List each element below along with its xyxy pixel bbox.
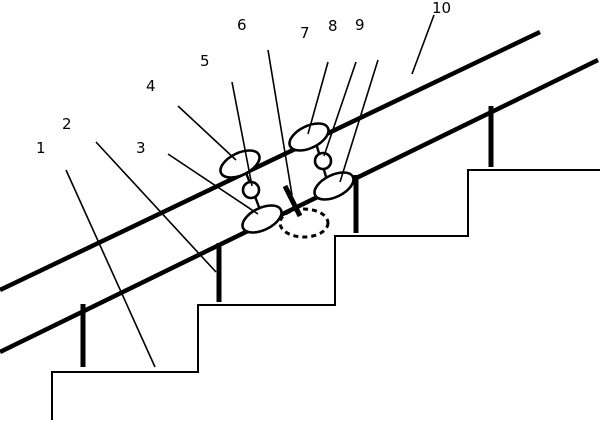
label-4: 4 <box>146 77 156 95</box>
label-3: 3 <box>136 139 146 157</box>
leader-8 <box>323 61 357 157</box>
label-1: 1 <box>36 139 46 157</box>
label-6: 6 <box>237 16 247 34</box>
label-10: 10 <box>432 0 451 17</box>
leader-4 <box>177 105 237 161</box>
leader-7 <box>307 61 329 135</box>
wheel-lower-left <box>241 204 283 234</box>
leader-9 <box>339 59 379 183</box>
wheel-lower-right <box>313 171 355 201</box>
lower-rail <box>0 57 599 355</box>
leader-5 <box>231 81 253 187</box>
upper-rail <box>0 29 541 293</box>
leader-2 <box>95 141 217 273</box>
label-2: 2 <box>62 115 72 133</box>
staircase <box>51 169 600 420</box>
leader-6 <box>267 49 293 196</box>
leader-3 <box>167 153 259 215</box>
label-8: 8 <box>328 17 338 35</box>
dashed-hub <box>278 207 330 239</box>
label-7: 7 <box>300 24 310 42</box>
connector-right <box>313 151 333 171</box>
leader-1 <box>65 169 156 368</box>
leader-10 <box>411 14 435 75</box>
label-5: 5 <box>200 52 210 70</box>
label-9: 9 <box>355 16 365 34</box>
wheel-upper-right <box>288 122 330 152</box>
